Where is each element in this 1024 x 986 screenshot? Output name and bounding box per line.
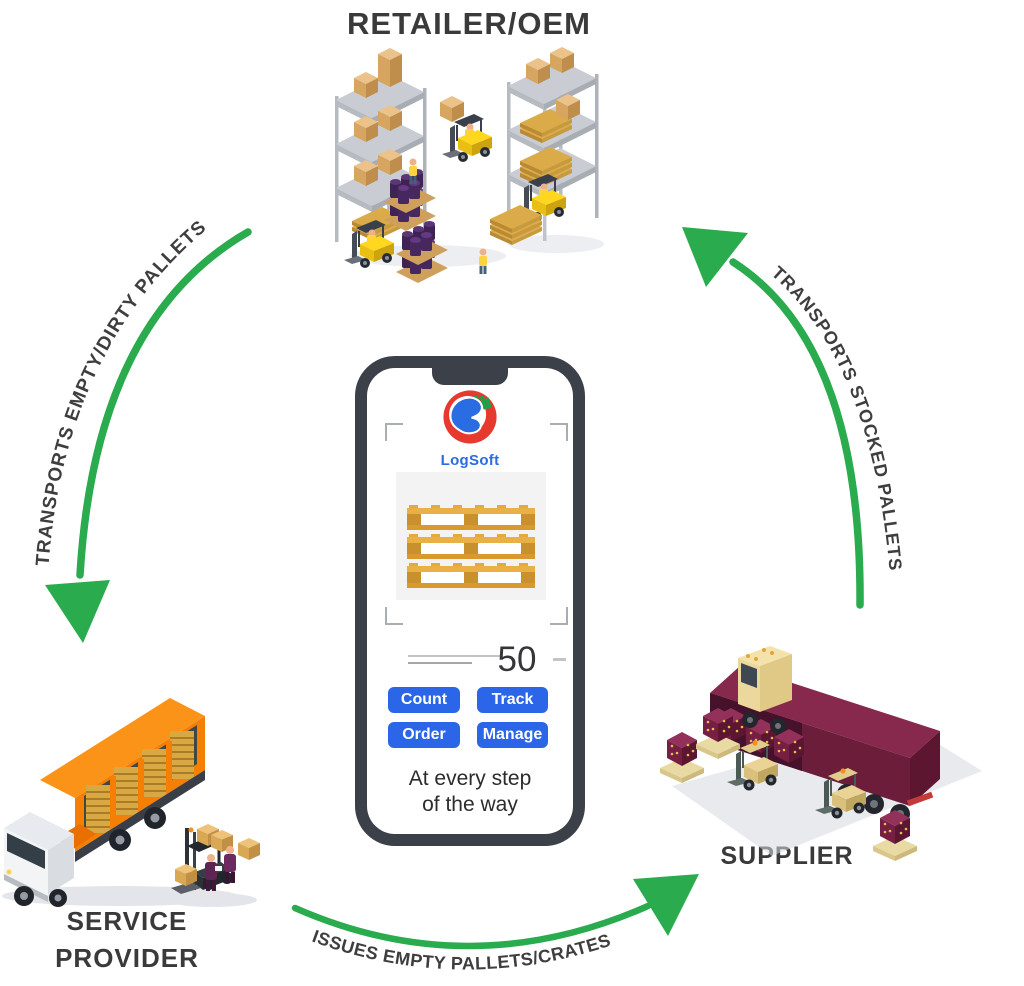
brand-name: LogSoft: [440, 452, 500, 469]
storage-rack-left: [335, 48, 427, 255]
manage-button[interactable]: Manage: [477, 722, 548, 748]
tagline-line2: of the way: [422, 793, 518, 816]
arrow-issues-empty-pallets: ISSUES EMPTY PALLETS/CRATES: [291, 874, 699, 974]
supplier-truck-illustration: [660, 646, 982, 861]
count-button[interactable]: Count: [388, 687, 460, 713]
action-buttons: Count Track Order Manage: [388, 687, 548, 748]
retailer-label: RETAILER/OEM: [347, 6, 591, 41]
floor-shadow: [508, 235, 604, 253]
quantity-lines-icon: [408, 655, 500, 664]
pallet-row: [407, 505, 535, 530]
scan-count-value: 50: [497, 640, 537, 679]
phone-mockup: LogSoft: [355, 356, 585, 846]
logsoft-logo-icon: [443, 390, 497, 444]
arrowhead-up-icon: [682, 227, 748, 287]
warehouse-illustration: [335, 47, 604, 283]
service-truck-illustration: [2, 698, 260, 907]
scan-corner-icon: [385, 607, 403, 625]
arrow-transports-stocked-pallets: TRANSPORTS STOCKED PALLETS: [682, 227, 906, 609]
pallet-row: [407, 534, 535, 559]
forklift-icon: [441, 113, 493, 163]
supplier-cab: [738, 646, 792, 734]
tagline-line1: At every step: [408, 767, 532, 790]
arrowhead-down-icon: [45, 580, 110, 643]
order-button[interactable]: Order: [388, 722, 460, 748]
scan-corner-icon: [550, 607, 568, 625]
arrow-left-label: TRANSPORTS EMPTY/DIRTY PALLETS: [33, 216, 210, 566]
scan-frame: [385, 423, 568, 625]
service-trailer: [40, 698, 205, 862]
svg-text:ISSUES EMPTY PALLETS/CRATES: ISSUES EMPTY PALLETS/CRATES: [310, 926, 613, 973]
arrow-right-label: TRANSPORTS STOCKED PALLETS: [768, 262, 905, 572]
storage-rack-right: [507, 47, 599, 241]
forklift-shadow: [167, 893, 257, 907]
forklift-with-workers: [171, 824, 233, 894]
phone-notch-icon: [432, 368, 508, 385]
scan-corner-icon: [550, 423, 568, 441]
lifted-box: [440, 96, 464, 122]
tagline: At every step of the way: [367, 766, 573, 818]
worker-figure: [224, 846, 236, 883]
service-provider-label: SERVICE PROVIDER: [17, 903, 237, 977]
arrow-transports-empty-dirty-pallets: TRANSPORTS EMPTY/DIRTY PALLETS: [33, 216, 252, 643]
service-cab: [4, 812, 96, 907]
scan-corner-icon: [385, 423, 403, 441]
svg-text:TRANSPORTS STOCKED PALLETS: TRANSPORTS STOCKED PALLETS: [768, 262, 906, 572]
svg-text:TRANSPORTS EMPTY/DIRTY PALLETS: TRANSPORTS EMPTY/DIRTY PALLETS: [33, 216, 211, 566]
track-button[interactable]: Track: [477, 687, 548, 713]
arrow-bottom-label: ISSUES EMPTY PALLETS/CRATES: [310, 926, 613, 973]
dash-icon: [553, 658, 566, 661]
phone-screen: LogSoft: [367, 368, 573, 834]
worker-figure: [205, 854, 222, 891]
gold-box: [238, 838, 260, 860]
worker-figure: [479, 248, 487, 274]
arrowhead-right-icon: [633, 874, 699, 936]
service-provider-label-line2: PROVIDER: [55, 943, 199, 973]
service-provider-label-line1: SERVICE: [66, 906, 188, 936]
pallet-photo: [396, 472, 546, 600]
pallet-row: [407, 563, 535, 588]
